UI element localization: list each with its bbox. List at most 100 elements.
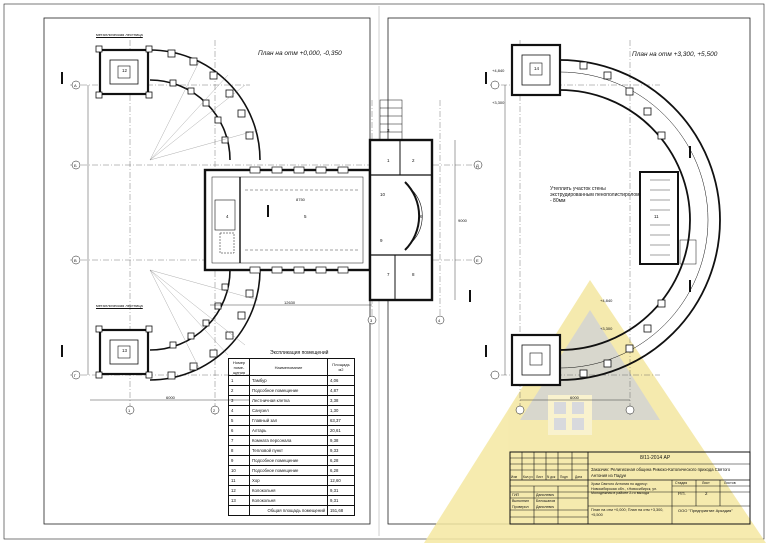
room-number: 10 (380, 192, 386, 197)
room-number: 9 (380, 238, 383, 243)
table-cell: 3 (228, 395, 250, 406)
axis-label: Г (74, 373, 77, 378)
bell-tower-upper (95, 45, 153, 99)
bell-tower-lower (95, 325, 153, 379)
room-number: 14 (534, 66, 540, 71)
explication-table: Номер поме-щения Наименование Площадь м2… (228, 358, 355, 516)
table-cell: 6,28 (327, 455, 355, 466)
table-cell: Подсобное помещение (249, 455, 328, 466)
object-text: Храм Святого Антония по адресу: Новосиби… (591, 482, 658, 496)
table-cell: 9 (228, 455, 250, 466)
explication-header: Номер поме-щения (228, 358, 250, 376)
table-cell: 4,87 (327, 385, 355, 396)
table-cell: 7 (228, 435, 250, 446)
customer-text: Заказчик: Религиозная община Римско-Като… (591, 467, 731, 478)
table-cell: 11 (228, 475, 250, 486)
hall-wall-openings (249, 166, 349, 274)
head-label: Дата (575, 475, 583, 479)
table-cell: 8 (228, 445, 250, 456)
total-value: 151,68 (327, 505, 355, 516)
table-cell: Лестничная клетка (249, 395, 328, 406)
head-label: Лист (536, 475, 543, 479)
ring-columns-upper (167, 49, 254, 144)
stage-value: Р.П. (678, 491, 686, 496)
table-cell: 1 (228, 375, 250, 386)
table-cell: Тамбур (249, 375, 328, 386)
stair-landing (639, 171, 697, 265)
dimension-text: 8750 (296, 197, 305, 202)
axis-label: Д (476, 163, 479, 168)
axis-label: 2 (213, 408, 216, 413)
table-cell: 5 (228, 415, 250, 426)
room-number: 12 (122, 68, 128, 73)
table-cell: 6,28 (327, 465, 355, 476)
section-marks-right (485, 72, 691, 357)
axis-label: 3 (370, 318, 373, 323)
level-mark: +3,300 (600, 326, 613, 331)
table-cell: 12 (228, 485, 250, 496)
person-name: Белошапов (536, 499, 556, 503)
explication-title: Экспликация помещений (270, 350, 329, 356)
axis-label: Е (476, 258, 479, 263)
right-tower-upper (510, 43, 562, 97)
dimension-text: 6000 (570, 395, 579, 400)
table-cell: 20,61 (327, 425, 355, 436)
table-cell: Колокольня (249, 485, 328, 496)
role-label: Проверил (512, 505, 529, 509)
table-cell: Подсобное помещение (249, 465, 328, 476)
room-number: 3 (387, 128, 390, 133)
sheet-number: 2 (705, 491, 708, 496)
table-cell: 6 (228, 425, 250, 436)
room-number: 5 (304, 214, 307, 219)
table-cell: Подсобное помещение (249, 385, 328, 396)
head-label: Подп (560, 475, 568, 479)
sheet-title-text: План на отм +0,000; План на отм +3,300, … (591, 508, 664, 517)
left-plan (61, 40, 483, 415)
table-cell: 4 (228, 405, 250, 416)
room-number: 6 (420, 214, 423, 219)
level-mark: +3,300 (492, 100, 505, 105)
table-cell: 63,37 (327, 415, 355, 426)
dimension-text: 12630 (284, 300, 296, 305)
explication-header: Наименование (249, 358, 328, 376)
entrance-block (368, 99, 434, 302)
radial-lines (149, 59, 259, 371)
dimension-text: 9000 (458, 218, 467, 223)
table-cell: 2 (228, 385, 250, 396)
right-tower-lower (510, 333, 562, 387)
role-label: Выполнил (512, 499, 530, 503)
table-cell: 4,06 (327, 375, 355, 386)
axis-bubbles-left (71, 80, 483, 415)
table-cell: Комната персонала (249, 435, 328, 446)
room-number: 1 (387, 158, 390, 163)
insulation-note: Утеплить участок стены экструдированным … (550, 186, 640, 204)
sheets-header: Листов (724, 481, 736, 485)
dimension-lines-right (504, 85, 630, 401)
table-cell: 1,30 (327, 405, 355, 416)
axis-label: 4 (438, 318, 441, 323)
stair-label-upper: металлическая лестница (96, 32, 143, 37)
stage-header: Стадия (675, 481, 688, 485)
title-block-frame (509, 451, 751, 525)
explication-header: Площадь м2 (327, 358, 355, 376)
head-label: Изм (511, 475, 517, 479)
entrance-stair (379, 99, 403, 141)
table-cell: Алтарь (249, 425, 328, 436)
head-label: Кол.уч (523, 475, 533, 479)
table-cell: Главный зал (249, 415, 328, 426)
table-cell: Тепловой пункт (249, 445, 328, 456)
half-ring-columns (579, 61, 666, 378)
dimension-lines-left (87, 85, 456, 401)
axis-label: Б (74, 163, 77, 168)
room-number: 4 (226, 214, 229, 219)
